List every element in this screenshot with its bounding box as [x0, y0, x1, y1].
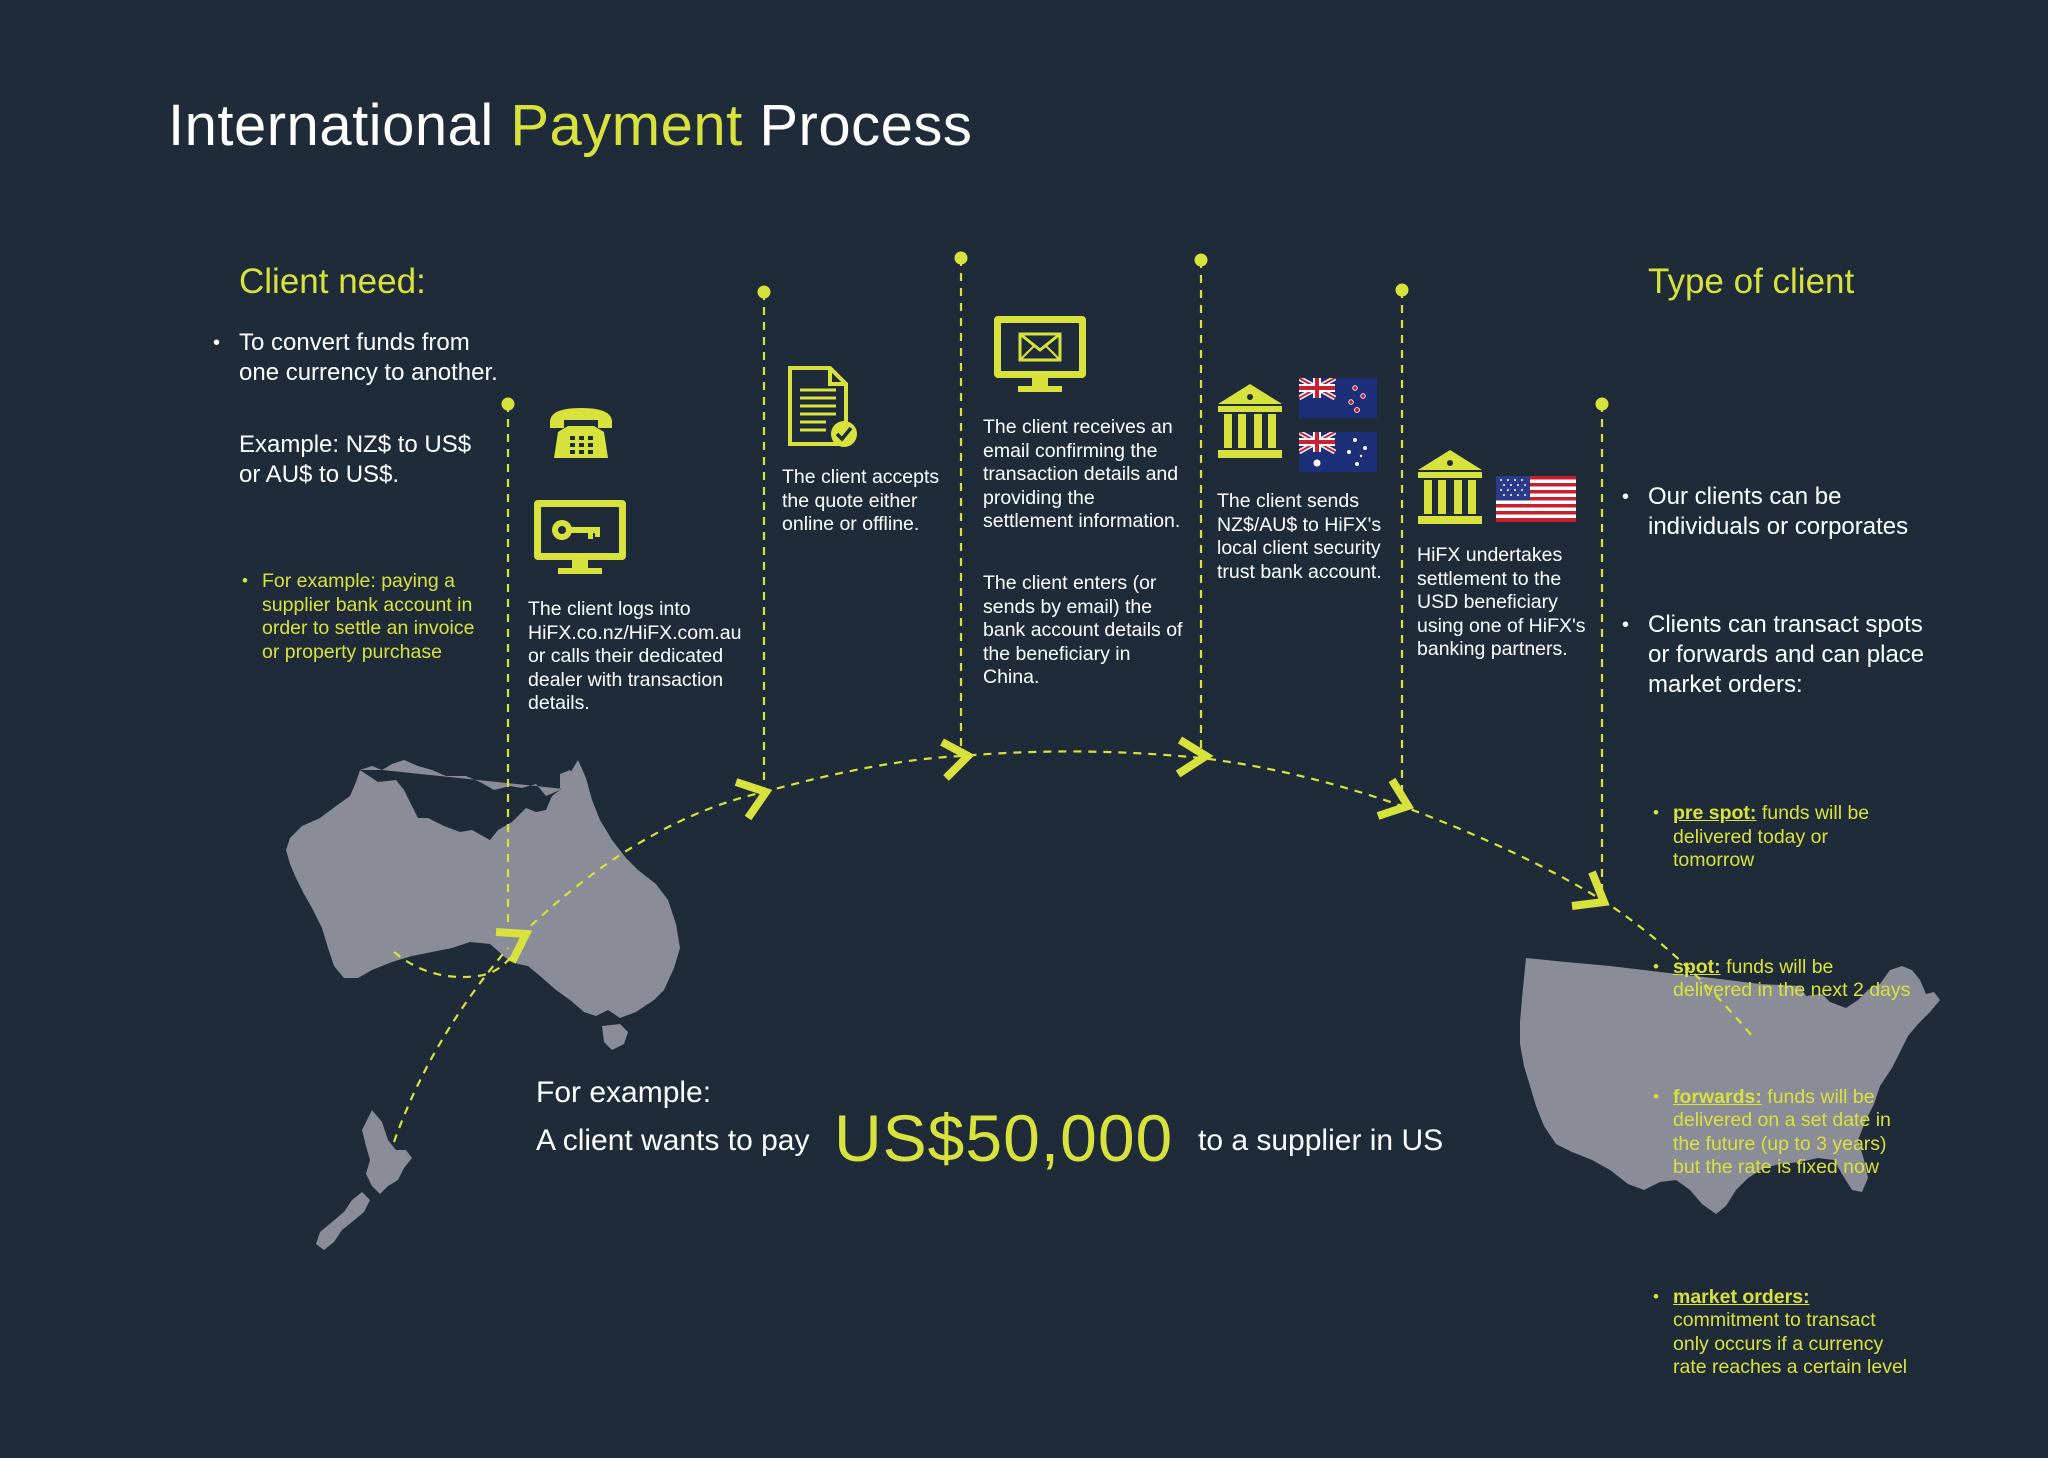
arrow-chevron-3: [940, 738, 975, 781]
term-spot: spot: funds will be delivered in the nex…: [1653, 955, 1913, 1003]
step-3-text-2: The client enters (or sends by email) th…: [983, 572, 1183, 688]
example-amount: US$50,000: [834, 1101, 1174, 1175]
step-4-text: The client sends NZ$/AU$ to HiFX's local…: [1217, 490, 1382, 583]
connector-dot-2: [757, 285, 771, 299]
tasmania-map: [602, 1024, 628, 1050]
new-zealand-route: [392, 947, 509, 1143]
term-market-orders-desc: commitment to transact only occurs if a …: [1673, 1309, 1908, 1378]
example-prefix: A client wants to pay: [536, 1124, 810, 1157]
term-spot-label: spot:: [1673, 955, 1721, 978]
document-check-icon: [788, 366, 857, 447]
arrow-chevron-5: [1376, 777, 1415, 820]
example-suffix: to a supplier in US: [1198, 1124, 1444, 1157]
arrow-chevron-4: [1175, 736, 1214, 778]
term-pre-spot: pre spot: funds will be delivered today …: [1653, 801, 1913, 873]
usa-flag-icon: [1496, 476, 1576, 522]
step-2-text: The client accepts the quote either onli…: [782, 466, 940, 535]
term-market-orders: market orders: commitment to transact on…: [1653, 1285, 1913, 1380]
term-spot-desc: funds will be delivered in the next 2 da…: [1673, 955, 1911, 1002]
title-part-3: Process: [759, 93, 973, 158]
term-pre-spot-desc: funds will be delivered today or tomorro…: [1673, 802, 1870, 871]
client-type-bullet-2: Clients can transact spots or forwards a…: [1622, 610, 1948, 700]
term-forwards-desc: funds will be delivered on a set date in…: [1673, 1085, 1891, 1179]
client-type-bullet-1: Our clients can be individuals or corpor…: [1622, 482, 1948, 542]
bank-icon-step-5: [1418, 450, 1482, 524]
australia-map: [286, 760, 680, 1018]
step-3-text-1: The client receives an email confirming …: [983, 416, 1181, 532]
step-5-text: HiFX undertakes settlement to the USD be…: [1417, 544, 1586, 660]
title-highlight: Payment: [510, 93, 743, 158]
step-1-text: The client logs into HiFX.co.nz/HiFX.com…: [528, 598, 742, 714]
client-need-example: Example: NZ$ to US$ or AU$ to US$.: [239, 431, 472, 488]
monitor-email-icon: [994, 316, 1086, 392]
client-type-heading: Type of client: [1648, 262, 1855, 301]
connector-dot-3: [954, 251, 968, 265]
arrow-chevron-6: [1571, 870, 1610, 910]
term-forwards: forwards: funds will be delivered on a s…: [1653, 1085, 1913, 1180]
arrow-chevron-1: [495, 928, 533, 964]
arrow-chevron-2: [734, 778, 773, 821]
term-market-orders-label: market orders:: [1673, 1285, 1810, 1308]
term-pre-spot-label: pre spot:: [1673, 802, 1757, 824]
example-label: For example:: [536, 1076, 712, 1109]
term-forwards-label: forwards:: [1673, 1085, 1762, 1108]
title-part-1: International: [168, 93, 494, 158]
connector-dot-5: [1395, 283, 1409, 297]
telephone-icon: [550, 408, 612, 458]
client-need-heading: Client need:: [239, 262, 426, 301]
new-zealand-map: [316, 1110, 412, 1250]
client-need-sub-bullet: For example: paying a supplier bank acco…: [242, 569, 492, 664]
connector-dot-1: [501, 397, 515, 411]
new-zealand-flag-icon: [1299, 378, 1377, 418]
bank-icon: [1218, 384, 1282, 458]
connector-dot-6: [1595, 397, 1609, 411]
monitor-key-icon: [534, 500, 626, 574]
australia-flag-icon: [1299, 432, 1377, 472]
connector-dot-4: [1194, 253, 1208, 267]
page-title: International Payment Process: [168, 92, 972, 159]
client-need-bullet: To convert funds from one currency to an…: [213, 328, 499, 388]
